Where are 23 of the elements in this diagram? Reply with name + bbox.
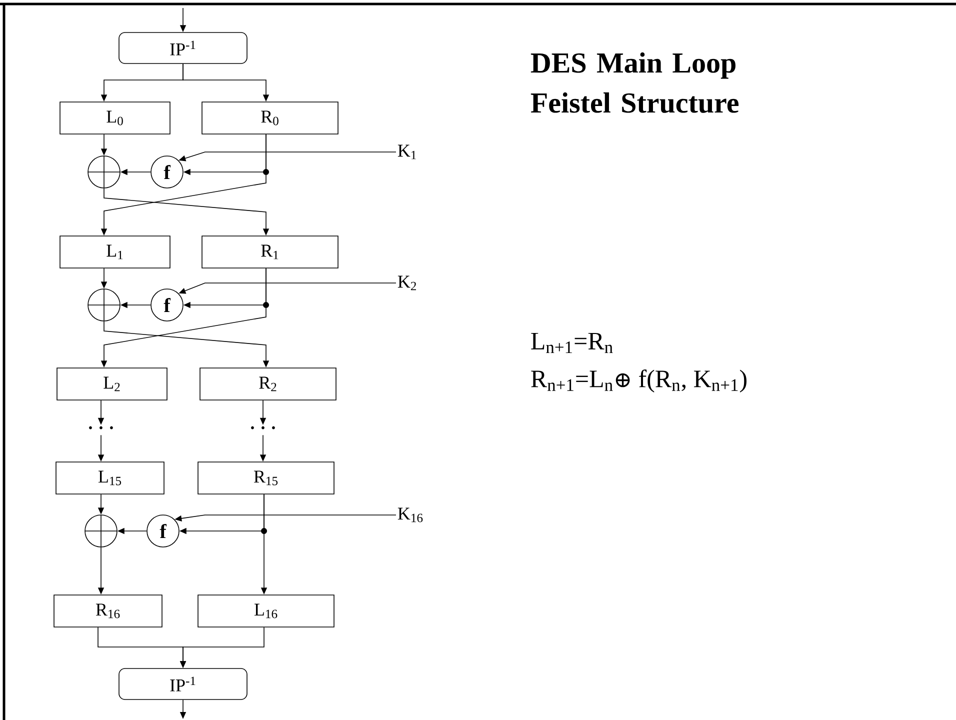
equation: L$_{n+1}$=R$_{n}$	[531, 332, 613, 354]
register-box: R$_{16}$	[54, 594, 162, 628]
permutation-box: IP$^{-1}$	[118, 32, 248, 64]
register-box: L$_{2}$	[56, 368, 168, 400]
ellipsis: · · ·	[251, 426, 275, 430]
permutation-box: IP$^{-1}$	[118, 668, 248, 700]
register-box: R$_{0}$	[202, 102, 338, 134]
register-box: L$_{1}$	[60, 236, 170, 268]
key-label: K$_{1}$	[398, 144, 416, 160]
register-box: R$_{2}$	[200, 368, 336, 400]
title: DES Main Loop Feistel Structure	[530, 52, 739, 113]
key-label: K$_{2}$	[398, 276, 416, 290]
register-box: L$_{0}$	[60, 102, 170, 134]
key-label: K$_{16}$	[398, 508, 423, 522]
ellipsis: · · ·	[89, 426, 113, 430]
register-box: R$_{15}$	[198, 462, 334, 494]
register-box: L$_{15}$	[56, 462, 164, 494]
xor-circle	[84, 514, 118, 548]
register-box: L$_{16}$	[198, 594, 334, 628]
register-box: R$_{1}$	[202, 236, 338, 268]
equation: R$_{n+1}$=L$_{n}$⊕ f(R$_{n}$, K$_{n+1}$)	[531, 370, 746, 392]
xor-circle	[88, 156, 120, 188]
xor-circle	[88, 288, 120, 322]
